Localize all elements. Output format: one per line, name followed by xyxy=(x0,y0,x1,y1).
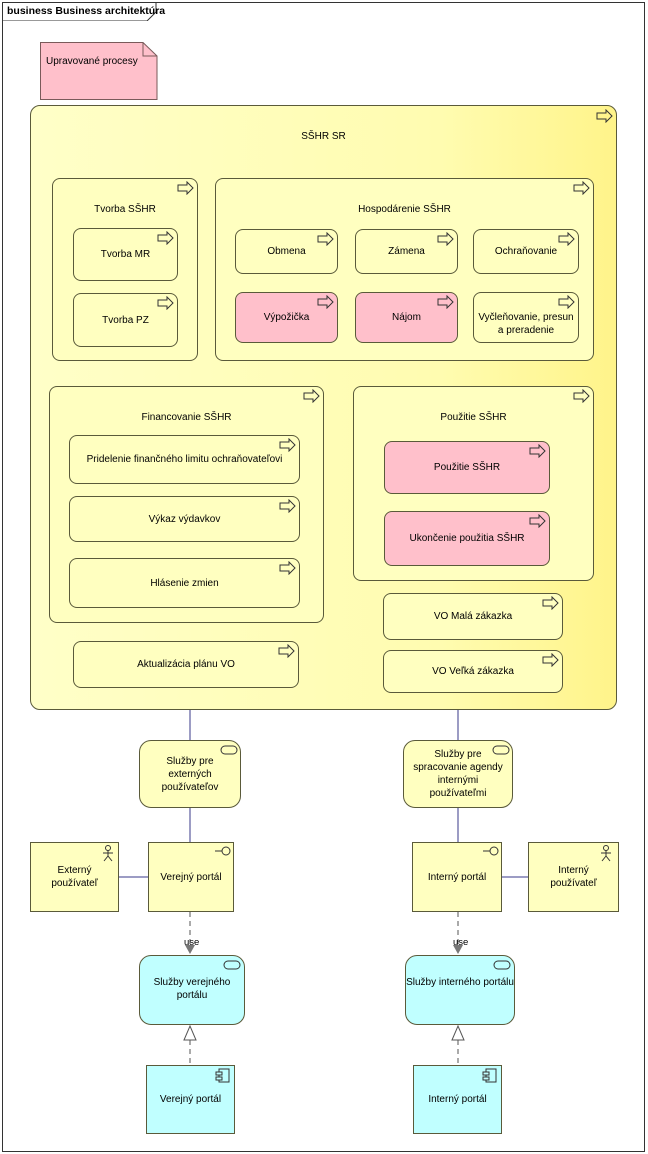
internal-actor-label: Interný používateľ xyxy=(550,865,597,889)
internal-actor[interactable]: Interný používateľ xyxy=(528,842,619,912)
fin-title: Financovanie SŠHR xyxy=(141,412,232,423)
vo-velka-process[interactable]: VO Veľká zákazka xyxy=(383,650,563,693)
service-icon xyxy=(223,960,241,970)
service-icon xyxy=(220,745,238,755)
external-service-label: Služby pre externých používateľov xyxy=(161,755,219,793)
frame-title: business Business architektúra xyxy=(7,5,166,17)
tvorba-mr-label: Tvorba MR xyxy=(100,249,151,260)
process-arrow-icon xyxy=(437,232,454,246)
process-arrow-icon xyxy=(529,514,546,528)
pouzitie-process[interactable]: Použitie SŠHR xyxy=(384,441,550,494)
interface-icon xyxy=(215,846,231,856)
process-arrow-icon xyxy=(573,181,590,195)
external-actor-label: Externý používateľ xyxy=(51,865,98,889)
service-icon xyxy=(493,960,511,970)
actor-icon xyxy=(601,845,611,862)
process-arrow-icon xyxy=(542,653,559,667)
zamena-label: Zámena xyxy=(388,246,425,257)
ukoncenie-process[interactable]: Ukončenie použitia SŠHR xyxy=(384,511,550,566)
actor-icon xyxy=(103,845,113,862)
note-label: Upravované procesy xyxy=(46,56,138,67)
component-icon xyxy=(482,1068,497,1083)
tvorba-pz-label: Tvorba PZ xyxy=(102,314,149,326)
process-arrow-icon xyxy=(437,295,454,309)
note-shape xyxy=(40,42,158,100)
vycleniovanie-process[interactable]: Vyčleňovanie, presun a preradenie xyxy=(473,292,579,343)
process-arrow-icon xyxy=(573,389,590,403)
internal-app-service-label: Služby interného portálu xyxy=(406,977,514,988)
vo-mala-process[interactable]: VO Malá zákazka xyxy=(383,593,563,640)
interface-icon xyxy=(483,846,499,856)
hosp-title: Hospodárenie SŠHR xyxy=(358,204,451,215)
public-interface[interactable]: Verejný portál xyxy=(148,842,234,912)
public-interface-label: Verejný portál xyxy=(160,871,222,883)
process-arrow-icon xyxy=(177,181,194,195)
obmena-label: Obmena xyxy=(267,246,306,257)
vycleniovanie-label: Vyčleňovanie, presun a preradenie xyxy=(478,311,574,336)
process-arrow-icon xyxy=(303,389,320,403)
vykaz-process[interactable]: Výkaz výdavkov xyxy=(69,496,300,542)
hlasenie-label: Hlásenie zmien xyxy=(150,577,219,589)
use-label-right: use xyxy=(453,937,469,948)
ochranovanie-label: Ochraňovanie xyxy=(494,246,558,257)
ukoncenie-label: Ukončenie použitia SŠHR xyxy=(409,533,525,544)
process-arrow-icon xyxy=(278,644,295,658)
vykaz-label: Výkaz výdavkov xyxy=(148,513,221,525)
process-arrow-icon xyxy=(558,295,575,309)
main-title: SŠHR SR xyxy=(301,131,346,142)
pridelenie-process[interactable]: Pridelenie finančného limitu ochraňovate… xyxy=(69,435,300,484)
internal-interface-label: Interný portál xyxy=(427,871,487,883)
public-component-label: Verejný portál xyxy=(159,1094,222,1105)
pouzitie-label: Použitie SŠHR xyxy=(433,462,501,473)
pridelenie-label: Pridelenie finančného limitu ochraňovate… xyxy=(86,454,283,465)
process-arrow-icon xyxy=(279,499,296,513)
process-arrow-icon xyxy=(279,561,296,575)
process-arrow-icon xyxy=(542,596,559,610)
process-arrow-icon xyxy=(558,232,575,246)
process-arrow-icon xyxy=(529,444,546,458)
internal-service-label: Služby pre spracovanie agendy internými … xyxy=(413,749,503,799)
tvorba-mr-process[interactable]: Tvorba MR xyxy=(73,228,178,281)
process-arrow-icon xyxy=(157,296,174,310)
process-arrow-icon xyxy=(317,232,334,246)
internal-app-service[interactable]: Služby interného portálu xyxy=(405,955,515,1025)
component-icon xyxy=(215,1068,230,1083)
tvorba-pz-process[interactable]: Tvorba PZ xyxy=(73,293,178,347)
frame-tab xyxy=(2,2,157,21)
process-arrow-icon xyxy=(157,231,174,245)
external-actor[interactable]: Externý používateľ xyxy=(30,842,119,912)
process-arrow-icon xyxy=(279,438,296,452)
external-service[interactable]: Služby pre externých používateľov xyxy=(139,740,241,808)
use-label-left: use xyxy=(184,937,200,948)
hlasenie-process[interactable]: Hlásenie zmien xyxy=(69,558,300,608)
public-app-service-label: Služby verejného portálu xyxy=(153,977,231,1001)
tvorba-title: Tvorba SŠHR xyxy=(94,204,156,215)
public-app-service[interactable]: Služby verejného portálu xyxy=(139,955,245,1025)
vypozicka-label: Výpožička xyxy=(263,312,310,323)
vo-mala-label: VO Malá zákazka xyxy=(433,611,513,622)
internal-component[interactable]: Interný portál xyxy=(413,1065,502,1134)
vo-velka-label: VO Veľká zákazka xyxy=(432,666,514,677)
aktualizacia-label: Aktualizácia plánu VO xyxy=(137,659,235,670)
process-arrow-icon xyxy=(596,109,613,123)
internal-component-label: Interný portál xyxy=(428,1094,487,1105)
internal-interface[interactable]: Interný portál xyxy=(412,842,502,912)
najom-process[interactable]: Nájom xyxy=(355,292,458,343)
service-icon xyxy=(492,745,510,755)
najom-label: Nájom xyxy=(392,312,421,323)
process-arrow-icon xyxy=(317,295,334,309)
vypozicka-process[interactable]: Výpožička xyxy=(235,292,338,343)
internal-service[interactable]: Služby pre spracovanie agendy internými … xyxy=(403,740,513,808)
aktualizacia-process[interactable]: Aktualizácia plánu VO xyxy=(73,641,299,688)
pouz-title: Použitie SŠHR xyxy=(440,412,507,423)
